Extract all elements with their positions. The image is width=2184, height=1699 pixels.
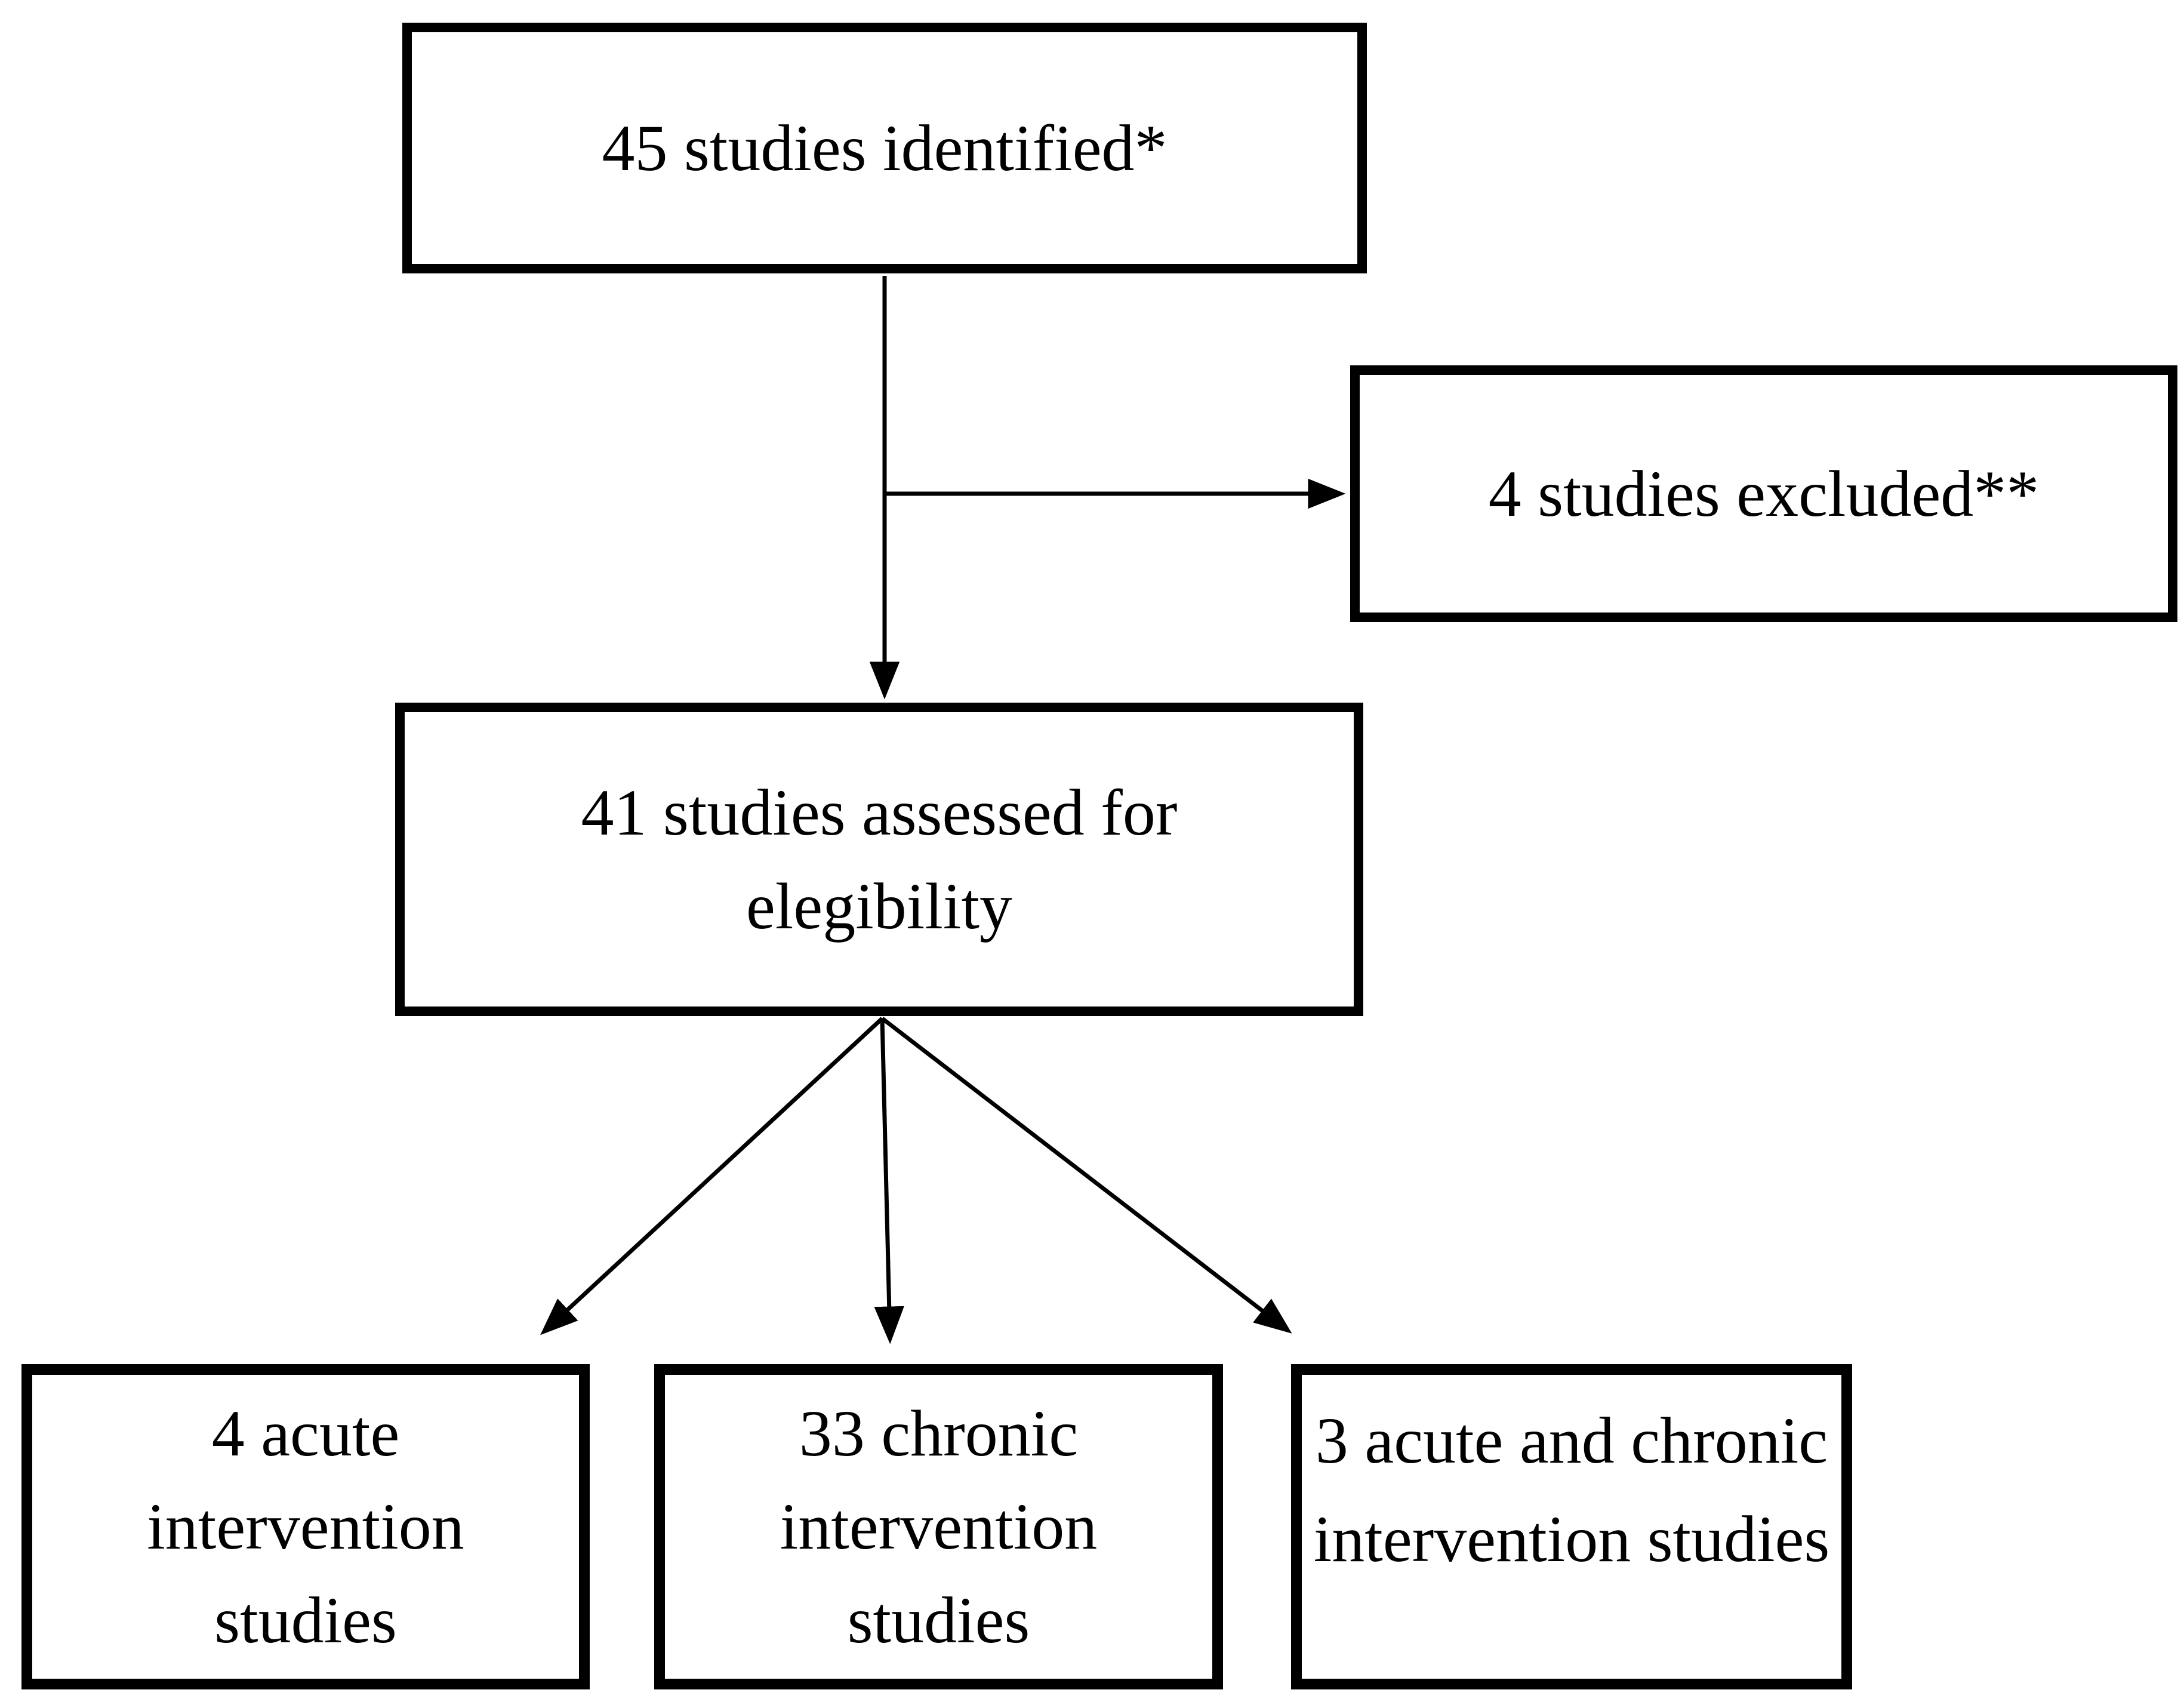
node-label-line: intervention studies	[1313, 1503, 1830, 1575]
node-label-line: studies	[214, 1583, 397, 1657]
node-studies-identified: 45 studies identified*	[402, 23, 1367, 273]
node-acute-intervention: 4 acute intervention studies	[21, 1364, 590, 1689]
arrow-assessed-to-chronic	[874, 1018, 904, 1344]
arrow-assessed-to-acute-chronic	[880, 1017, 1292, 1334]
node-label-line: elegibility	[746, 869, 1012, 943]
node-acute-and-chronic-intervention: 3 acute and chronic intervention studies	[1291, 1364, 1852, 1689]
node-label-line: 33 chronic	[799, 1397, 1079, 1470]
node-label-line: studies	[847, 1583, 1030, 1657]
node-studies-assessed: 41 studies assessed for elegibility	[395, 703, 1363, 1016]
node-label-line: intervention	[780, 1490, 1098, 1563]
node-label-line: 45 studies identified*	[602, 111, 1168, 184]
node-label-line: 4 studies excluded**	[1488, 457, 2040, 530]
node-chronic-intervention: 33 chronic intervention studies	[654, 1364, 1223, 1689]
node-label-line: intervention	[147, 1490, 464, 1563]
node-label-line: 41 studies assessed for	[581, 776, 1178, 850]
node-studies-excluded: 4 studies excluded**	[1350, 365, 2177, 622]
node-label-line: 3 acute and chronic	[1315, 1404, 1828, 1477]
arrow-assessed-to-acute	[540, 1017, 884, 1335]
node-label-line: 4 acute	[211, 1397, 400, 1470]
